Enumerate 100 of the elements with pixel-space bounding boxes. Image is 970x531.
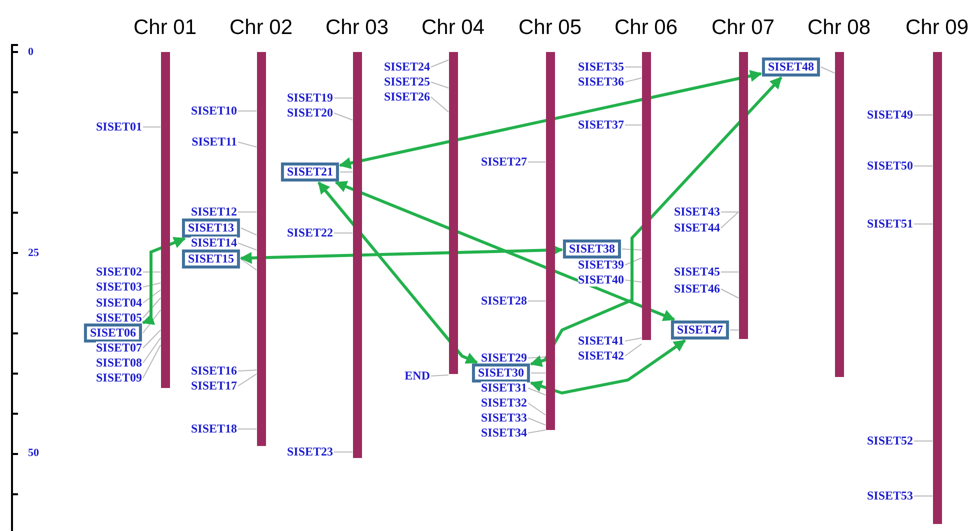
leader-line xyxy=(142,344,161,378)
leader-line xyxy=(528,418,546,426)
marker-label: SISET35 xyxy=(578,60,624,74)
leader-line xyxy=(528,388,546,396)
marker-label: SISET10 xyxy=(190,104,237,118)
double-headed-arrow xyxy=(530,339,686,395)
leader-line xyxy=(334,232,353,234)
leader-line xyxy=(914,114,933,116)
chromosome-label: Chr 07 xyxy=(711,15,775,41)
marker-label: SISET18 xyxy=(190,422,237,436)
marker-label: SISET37 xyxy=(578,118,624,132)
marker-label: SISET43 xyxy=(674,206,720,218)
marker-label: SISET32 xyxy=(480,396,527,410)
marker-label: END xyxy=(404,370,430,382)
leader-line xyxy=(240,258,257,270)
marker-label: SISET16 xyxy=(190,364,237,378)
double-headed-arrow xyxy=(142,236,186,325)
leader-line xyxy=(624,78,642,82)
leader-line xyxy=(142,330,161,348)
leader-line xyxy=(624,66,642,68)
chromosome-label: Chr 08 xyxy=(807,15,871,41)
marker-label: SISET09 xyxy=(96,372,142,384)
marker-label: SISET22 xyxy=(286,226,333,240)
leader-line xyxy=(142,126,161,128)
marker-label: SISET23 xyxy=(286,446,333,458)
chromosome-label: Chr 04 xyxy=(421,15,485,41)
leader-line xyxy=(624,338,642,342)
marker-label: SISET41 xyxy=(578,334,624,348)
marker-label: SISET12 xyxy=(190,206,237,218)
marker-label: SISET40 xyxy=(578,274,624,286)
highlighted-marker-label: SISET38 xyxy=(562,240,621,258)
marker-label: SISET26 xyxy=(384,90,430,104)
marker-label: SISET07 xyxy=(96,342,142,354)
marker-label: SISET17 xyxy=(190,380,237,392)
leader-line xyxy=(430,96,449,112)
leader-line xyxy=(430,82,449,88)
marker-label: SISET02 xyxy=(96,266,142,278)
marker-label: SISET53 xyxy=(866,490,913,502)
scale-value: 50 xyxy=(28,447,39,459)
double-headed-arrow xyxy=(338,70,762,169)
marker-label: SISET42 xyxy=(578,350,624,362)
marker-label: SISET08 xyxy=(96,356,142,370)
marker-label: SISET24 xyxy=(384,60,430,74)
highlighted-marker-label: SISET06 xyxy=(84,324,142,342)
chromosome-label: Chr 09 xyxy=(905,15,969,41)
marker-label: SISET34 xyxy=(480,426,527,440)
marker-label: SISET51 xyxy=(866,218,913,230)
leader-line xyxy=(142,282,161,288)
leader-line xyxy=(624,258,642,266)
leader-line xyxy=(624,280,642,282)
highlighted-marker-label: SISET21 xyxy=(280,162,339,182)
leader-line xyxy=(624,124,642,126)
chromosome-label: Chr 01 xyxy=(133,15,197,41)
leader-line xyxy=(720,212,739,228)
chromosome-label: Chr 05 xyxy=(518,15,582,41)
leader-line xyxy=(622,248,642,250)
leader-line xyxy=(334,112,353,120)
marker-label: SISET50 xyxy=(866,160,913,172)
marker-label: SISET36 xyxy=(578,76,624,88)
double-headed-arrow xyxy=(530,76,782,367)
leader-line xyxy=(238,370,257,372)
scale-value: 0 xyxy=(28,46,34,58)
leader-line xyxy=(142,298,161,318)
leader-line xyxy=(528,356,546,358)
marker-label: SISET31 xyxy=(480,382,527,394)
marker-label: SISET44 xyxy=(674,222,720,234)
marker-label: SISET05 xyxy=(96,312,142,324)
leader-line xyxy=(528,430,546,434)
leader-line xyxy=(238,242,257,250)
marker-label: SISET28 xyxy=(480,294,527,308)
marker-label: SISET11 xyxy=(192,136,237,148)
double-headed-arrow xyxy=(334,181,676,321)
marker-label: SISET29 xyxy=(480,352,527,364)
leader-line xyxy=(238,142,257,148)
leader-line xyxy=(240,228,257,236)
marker-label: SISET39 xyxy=(578,258,624,272)
leader-line xyxy=(238,110,257,112)
marker-label: SISET04 xyxy=(96,296,142,310)
chromosome-label: Chr 06 xyxy=(614,15,678,41)
marker-label: SISET19 xyxy=(286,92,333,104)
highlighted-marker-label: SISET47 xyxy=(670,320,729,340)
chromosome-label: Chr 03 xyxy=(325,15,389,41)
highlighted-marker-label: SISET30 xyxy=(472,364,530,382)
marker-label: SISET45 xyxy=(674,266,720,278)
leader-line xyxy=(142,310,161,334)
leader-line xyxy=(624,344,642,356)
leader-line xyxy=(530,372,546,374)
leader-line xyxy=(528,300,546,302)
leader-line xyxy=(820,66,835,74)
highlighted-marker-label: SISET13 xyxy=(182,218,240,238)
marker-label: SISET52 xyxy=(866,434,913,448)
marker-label: SISET46 xyxy=(674,282,720,296)
leader-line xyxy=(430,374,449,376)
leader-line xyxy=(238,374,257,386)
chromosome-label: Chr 02 xyxy=(229,15,293,41)
marker-label: SISET33 xyxy=(480,412,527,424)
scale-value: 25 xyxy=(28,247,39,259)
leader-line xyxy=(914,440,933,442)
marker-label: SISET20 xyxy=(286,106,333,120)
double-headed-arrow xyxy=(318,182,478,364)
